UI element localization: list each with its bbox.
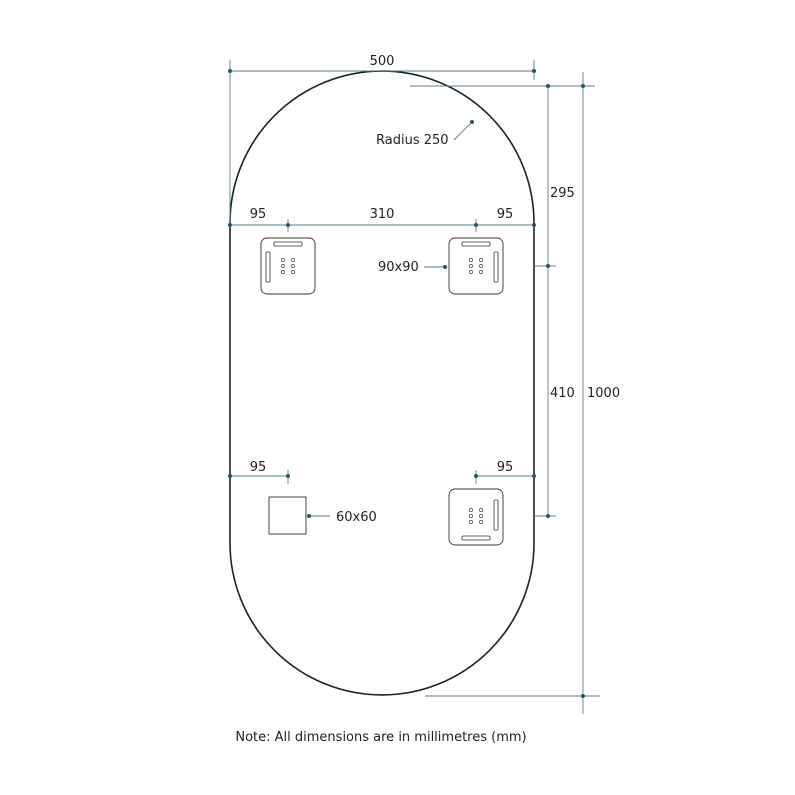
small-bracket-size-label: 60x60	[336, 510, 377, 525]
large-bracket-size-label: 90x90	[378, 260, 419, 275]
top-bracket-horizontal-dimension: 95 310 95	[228, 207, 536, 232]
bracket-bottom-right	[448, 488, 504, 546]
small-bracket-bottom-left: 60x60	[268, 496, 377, 535]
center-span-label: 310	[370, 207, 395, 222]
overall-height-dimension: 1000	[425, 72, 620, 714]
radius-annotation: Radius 250	[376, 120, 474, 148]
bottom-bracket-horizontal-dimension: 95 95	[228, 460, 536, 484]
mirror-outline	[229, 70, 535, 696]
bracket-top-right	[448, 237, 504, 295]
overall-height-label: 1000	[587, 386, 620, 401]
left-inset-top-label: 95	[250, 207, 267, 222]
radius-label: Radius 250	[376, 133, 449, 148]
right-inset-top-label: 95	[497, 207, 514, 222]
left-inset-bottom-label: 95	[250, 460, 267, 475]
overall-width-dimension: 500	[228, 54, 536, 223]
right-inset-bottom-label: 95	[497, 460, 514, 475]
dimensions-note: Note: All dimensions are in millimetres …	[235, 730, 526, 745]
bracket-top-left	[260, 237, 316, 295]
large-bracket-annotation: 90x90	[378, 260, 447, 275]
overall-width-label: 500	[370, 54, 395, 69]
top-offset-label: 295	[550, 186, 575, 201]
vertical-offset-dimensions: 295 410	[410, 84, 595, 518]
bracket-spacing-label: 410	[550, 386, 575, 401]
